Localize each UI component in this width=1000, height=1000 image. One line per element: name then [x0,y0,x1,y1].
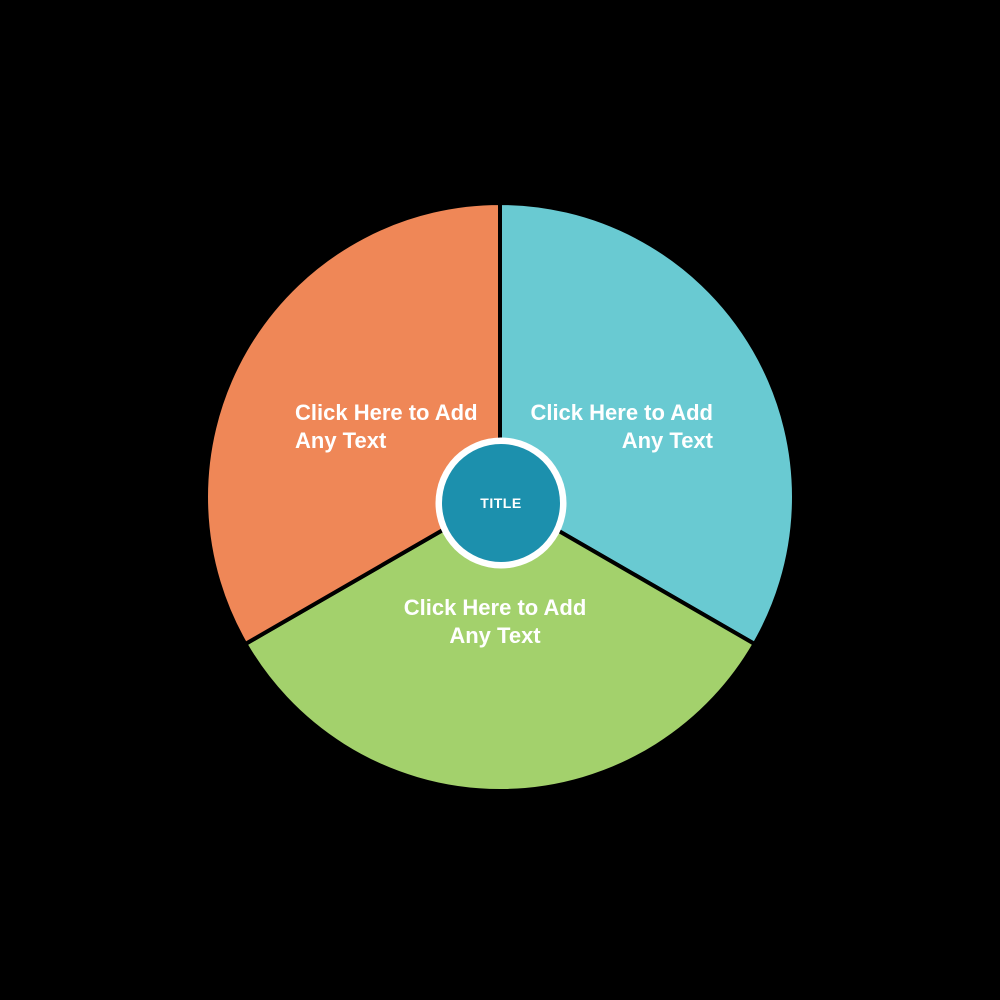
pie-segment-top-left[interactable] [204,200,502,647]
center-circle[interactable] [442,444,560,562]
segment-label-top-right[interactable]: Click Here to Add Any Text [523,399,713,455]
segment-label-line1: Click Here to Add [530,400,713,425]
segment-label-line1: Click Here to Add [295,400,478,425]
segment-label-line2: Any Text [621,428,713,453]
segment-label-line1: Click Here to Add [403,595,587,620]
segment-label-top-left[interactable]: Click Here to Add Any Text [295,399,495,455]
pie-segment-bottom[interactable] [242,494,758,793]
center-title[interactable]: TITLE [480,495,522,511]
segment-label-line2: Any Text [449,623,541,648]
segment-label-bottom[interactable]: Click Here to Add Any Text [395,594,595,650]
pie-segment-top-right[interactable] [498,200,796,647]
segment-label-line2: Any Text [295,428,387,453]
